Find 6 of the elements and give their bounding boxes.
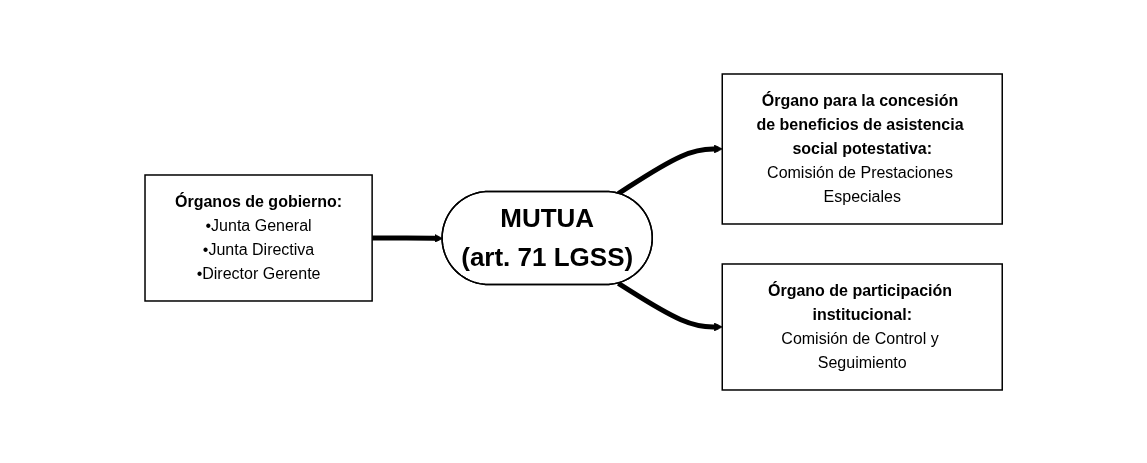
node-box: Órgano para la concesión de beneficios de asistencia social potestativa: Comisión de Prestaciones Especiales — [721, 72, 1003, 225]
node-box: Órgano de participación institucional: Comisión de Control y Seguimiento — [721, 262, 1003, 391]
arrow — [372, 233, 443, 243]
arrow — [616, 144, 723, 196]
node-box: Órganos de gobierno: •Junta General •Junta Directiva •Director Gerente — [144, 173, 373, 302]
arrow — [616, 280, 723, 331]
